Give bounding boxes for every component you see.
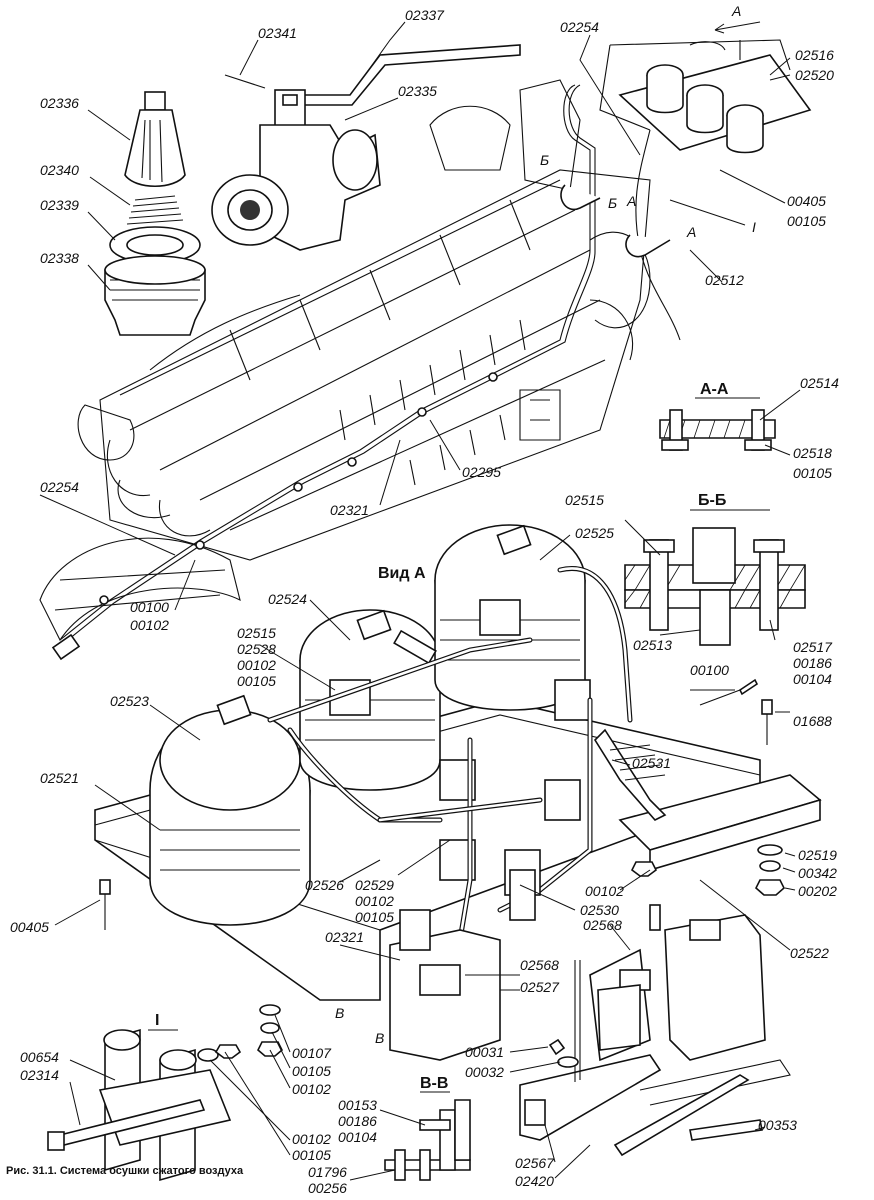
- part-00107-label: 00107: [292, 1045, 332, 1061]
- part-00104-label-vv: 00104: [338, 1129, 377, 1145]
- section-titles: А-А Б-Б В-В Вид А I А Б Б А А I В В: [155, 3, 761, 1092]
- mark-a-1: А: [626, 193, 636, 209]
- part-00102-label-view: 00102: [237, 657, 276, 673]
- part-02420-label: 02420: [515, 1173, 554, 1189]
- part-00186-label-bb: 00186: [793, 655, 832, 671]
- part-02337-label: 02337: [405, 7, 445, 23]
- part-01688-label: 01688: [793, 713, 832, 729]
- part-00105-label-bottom: 00105: [292, 1063, 331, 1079]
- part-02521-label: 02521: [40, 770, 79, 786]
- detail-i-clamp: [47, 1028, 242, 1182]
- part-02336-label: 02336: [40, 95, 79, 111]
- part-02321-label-bottom: 02321: [325, 929, 364, 945]
- part-02526-label: 02526: [305, 877, 344, 893]
- part-02514-label: 02514: [800, 375, 839, 391]
- mark-v-2: В: [375, 1030, 384, 1046]
- part-02519-label: 02519: [798, 847, 837, 863]
- part-00105-label-view: 00105: [237, 673, 276, 689]
- mark-b-1: Б: [540, 152, 549, 168]
- part-01796-label: 01796: [308, 1164, 347, 1180]
- air-line-upper: [51, 84, 596, 661]
- part-00202-label: 00202: [798, 883, 837, 899]
- detail-i-title: I: [155, 1012, 159, 1029]
- part-00654-label: 00654: [20, 1049, 59, 1065]
- mark-a-2: А: [686, 224, 696, 240]
- section-a-a-title: А-А: [700, 381, 729, 398]
- arrow-a-mark: А: [731, 3, 741, 19]
- part-number-labels: 02341 02337 02335 02336 02340 02339 0233…: [10, 7, 839, 1196]
- part-02531-label: 02531: [632, 755, 671, 771]
- part-00105-label-assembly: 00105: [355, 909, 394, 925]
- part-02516-label: 02516: [795, 47, 834, 63]
- part-02527-label: 02527: [520, 979, 560, 995]
- part-02295-label: 02295: [462, 464, 501, 480]
- part-00100-label-left: 00100: [130, 599, 169, 615]
- part-00102-label-detail: 00102: [292, 1131, 331, 1147]
- part-02525-label: 02525: [575, 525, 614, 541]
- part-00186-label-vv: 00186: [338, 1113, 377, 1129]
- part-02518-label: 02518: [793, 445, 832, 461]
- part-02528-label: 02528: [237, 641, 276, 657]
- part-00104-label-bb: 00104: [793, 671, 832, 687]
- ball-valve: [211, 44, 521, 251]
- part-00031-label: 00031: [465, 1044, 504, 1060]
- part-02515-label-view: 02515: [237, 625, 276, 641]
- part-02314-label: 02314: [20, 1067, 59, 1083]
- part-02338-label: 02338: [40, 250, 79, 266]
- part-02321-label-engine: 02321: [330, 502, 369, 518]
- leader-lines: [39, 21, 801, 1181]
- part-02254-label-top: 02254: [560, 19, 599, 35]
- drain-valve-stack: [104, 91, 206, 336]
- view-a-title: Вид А: [378, 565, 426, 582]
- part-02340-label: 02340: [40, 162, 79, 178]
- part-02341-label: 02341: [258, 25, 297, 41]
- part-02512-label: 02512: [705, 272, 744, 288]
- part-02529-label: 02529: [355, 877, 394, 893]
- part-00102-label-assembly: 00102: [355, 893, 394, 909]
- section-v-v-title: В-В: [420, 1075, 448, 1092]
- part-00256-label: 00256: [308, 1180, 347, 1196]
- part-02568-label-mid: 02568: [520, 957, 559, 973]
- part-02567-label: 02567: [515, 1155, 555, 1171]
- part-02513-label: 02513: [633, 637, 672, 653]
- part-02523-label: 02523: [110, 693, 149, 709]
- section-b-b-title: Б-Б: [698, 492, 726, 509]
- part-02530-label: 02530: [580, 902, 619, 918]
- part-02335-label: 02335: [398, 83, 437, 99]
- figure-caption: Рис. 31.1. Система осушки сжатого воздух…: [6, 1165, 244, 1177]
- part-02524-label: 02524: [268, 591, 307, 607]
- section-b-b: [624, 509, 806, 646]
- part-00105-label-top: 00105: [787, 213, 826, 229]
- part-00353-label: 00353: [758, 1117, 797, 1133]
- part-02517-label: 02517: [793, 639, 833, 655]
- section-v-v: [384, 1091, 471, 1181]
- part-02520-label: 02520: [795, 67, 834, 83]
- part-00102-label-mid: 00102: [585, 883, 624, 899]
- part-02254-label-left: 02254: [40, 479, 79, 495]
- part-00102-label-bottom: 00102: [292, 1081, 331, 1097]
- engine-block: [39, 79, 651, 642]
- part-02568-label-top: 02568: [583, 917, 622, 933]
- section-a-a: [659, 397, 776, 451]
- part-00405-label-bottom: 00405: [10, 919, 49, 935]
- part-02339-label: 02339: [40, 197, 79, 213]
- mark-v-1: В: [335, 1005, 344, 1021]
- part-00032-label: 00032: [465, 1064, 504, 1080]
- part-02515-label-bb: 02515: [565, 492, 604, 508]
- part-00405-label-top: 00405: [787, 193, 826, 209]
- filter-module-top: [560, 39, 812, 341]
- mark-b-2: Б: [608, 195, 617, 211]
- part-00105-label-aa: 00105: [793, 465, 832, 481]
- part-00153-label: 00153: [338, 1097, 377, 1113]
- part-00342-label: 00342: [798, 865, 837, 881]
- mark-i: I: [752, 219, 756, 235]
- part-02522-label: 02522: [790, 945, 829, 961]
- solenoid-valves-bracket: [519, 904, 791, 1157]
- part-00102-label-left: 00102: [130, 617, 169, 633]
- part-00100-label-right: 00100: [690, 662, 729, 678]
- part-00105-label-detail: 00105: [292, 1147, 331, 1163]
- dryer-assembly-view-a: [94, 524, 822, 1061]
